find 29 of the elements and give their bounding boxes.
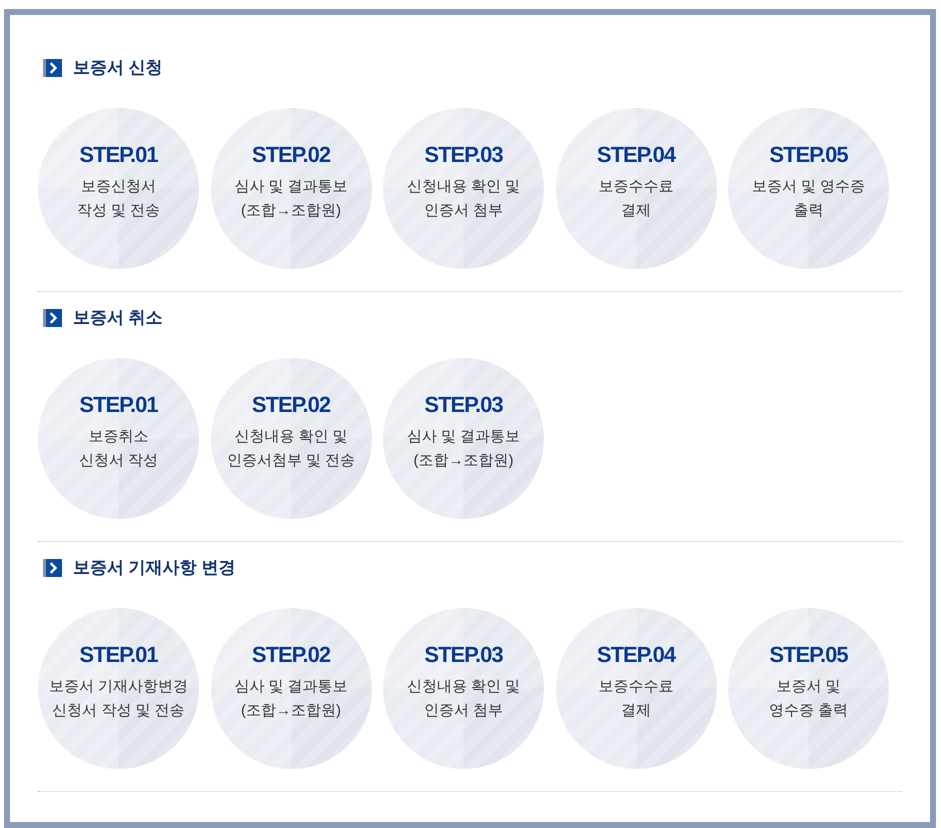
step-number: STEP.01 [79, 141, 158, 169]
step-description: 보증서 및 영수증 출력 [750, 177, 866, 221]
step-number: STEP.02 [252, 641, 330, 669]
step-number: STEP.02 [252, 391, 330, 419]
step-number: STEP.03 [424, 141, 503, 169]
section-heading: 보증서 기재사항 변경 [73, 558, 236, 578]
step-description: 보증서 기재사항변경 신청서 작성 및 전송 [48, 677, 190, 721]
step-number: STEP.03 [424, 641, 503, 669]
step-description: 심사 및 결과통보 (조합→조합원) [406, 427, 522, 471]
step-description: 신청내용 확인 및 인증서 첨부 [406, 177, 522, 221]
step-number: STEP.04 [596, 141, 676, 169]
section-heading: 보증서 신청 [73, 58, 163, 78]
step-description: 보증서 및 영수증 출력 [768, 677, 850, 721]
section-heading: 보증서 취소 [73, 308, 163, 328]
step-description: 보증신청서 작성 및 전송 [76, 177, 162, 221]
step-number: STEP.05 [769, 141, 848, 169]
step-description: 신청내용 확인 및 인증서첨부 및 전송 [226, 427, 356, 471]
step-number: STEP.01 [79, 641, 158, 669]
step-description: 보증취소 신청서 작성 [78, 427, 160, 471]
step-description: 심사 및 결과통보 (조합→조합원) [233, 177, 349, 221]
step-description: 신청내용 확인 및 인증서 첨부 [406, 677, 522, 721]
step-description: 보증수수료 결제 [598, 677, 674, 721]
step-description: 보증수수료 결제 [598, 177, 674, 221]
step-number: STEP.05 [769, 641, 848, 669]
step-number: STEP.04 [596, 641, 676, 669]
step-number: STEP.01 [79, 391, 158, 419]
step-number: STEP.02 [252, 141, 330, 169]
step-number: STEP.03 [424, 391, 503, 419]
step-description: 심사 및 결과통보 (조합→조합원) [233, 677, 349, 721]
